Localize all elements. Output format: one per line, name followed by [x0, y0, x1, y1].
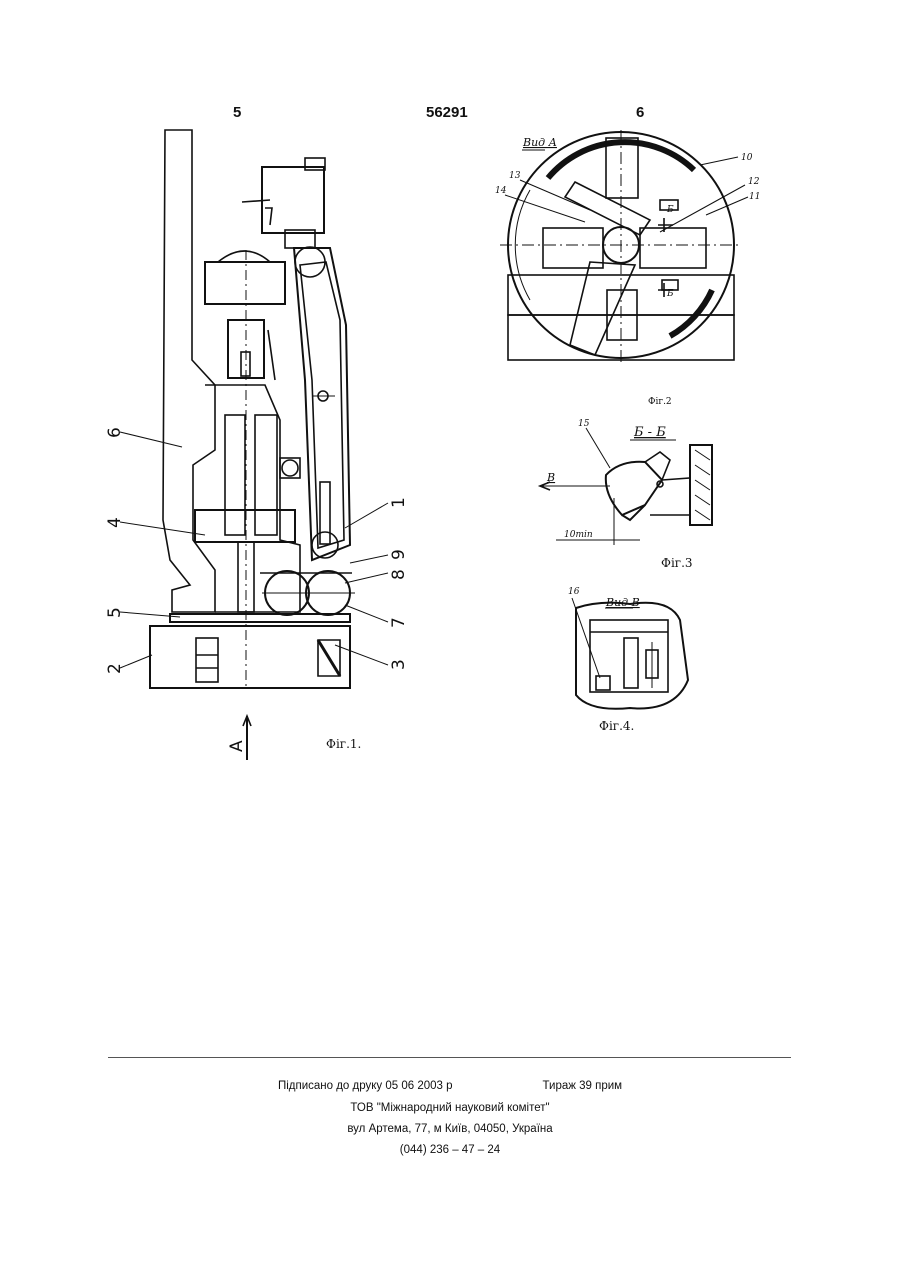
fig1-caption: Фіг.1. [326, 737, 361, 751]
fig1-label-1: 1 [389, 497, 409, 508]
fig2-label-13: 13 [509, 171, 521, 181]
fig2-drawing [500, 130, 748, 365]
fig1-drawing [120, 130, 388, 760]
fig4-label-16: 16 [568, 587, 580, 597]
fig1-label-4: 4 [105, 517, 125, 528]
fig1-label-7: 7 [389, 617, 409, 628]
fig1-label-6: 6 [105, 427, 125, 438]
imprint-phone: (044) 236 – 47 – 24 [0, 1144, 900, 1156]
fig3-view-mark: В [546, 471, 555, 484]
fig2-view-title: Вид А [522, 136, 557, 149]
imprint-signed: Підписано до друку 05 06 2003 р [278, 1080, 453, 1092]
fig1-label-3: 3 [389, 659, 409, 670]
fig3-drawing [540, 428, 712, 545]
fig2-label-11: 11 [749, 192, 760, 202]
fig4-view-title: Вид В [605, 596, 640, 609]
fig1-view-arrow-label: А [227, 740, 247, 752]
fig3-caption: Фіг.3 [661, 556, 693, 570]
fig2-label-12: 12 [748, 177, 760, 187]
imprint-line-1: Підписано до друку 05 06 2003 р Тираж 39 … [0, 1080, 900, 1092]
fig1-label-8: 8 [389, 569, 409, 580]
fig4-caption: Фіг.4. [599, 719, 634, 733]
fig2-label-14: 14 [495, 186, 507, 196]
fig2-section-mark-bottom: Б [666, 289, 674, 299]
fig3-label-15: 15 [578, 419, 590, 429]
imprint-circulation: Тираж 39 прим [543, 1080, 623, 1092]
imprint-address: вул Артема, 77, м Київ, 04050, Україна [0, 1123, 900, 1135]
fig1-label-9: 9 [389, 549, 409, 560]
fig2-label-10: 10 [741, 153, 753, 163]
fig2-caption: Фіг.2 [648, 397, 672, 407]
imprint-publisher: ТОВ "Міжнародний науковий комітет" [0, 1102, 900, 1114]
fig4-drawing [572, 598, 688, 709]
fig1-label-2: 2 [105, 663, 125, 674]
fig2-section-mark-top: Б [666, 205, 674, 215]
footer-divider [108, 1057, 791, 1058]
fig1-label-5: 5 [105, 607, 125, 618]
fig3-dimension: 10min [564, 530, 593, 540]
fig3-section-title: Б - Б [633, 425, 666, 440]
